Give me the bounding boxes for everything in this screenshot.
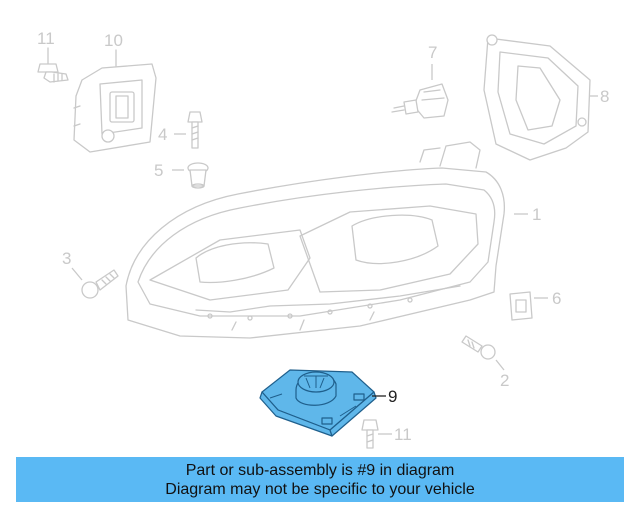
callout-8: 8 <box>600 87 609 106</box>
callout-10: 10 <box>104 31 123 50</box>
callout-11-top: 11 <box>37 29 55 48</box>
part-11-bolt-bottom <box>361 419 392 449</box>
part-1-headlamp <box>125 141 528 339</box>
callout-6: 6 <box>552 289 561 308</box>
part-5-grommet <box>172 162 209 189</box>
callout-3: 3 <box>62 249 71 268</box>
part-7-bulb <box>391 64 449 119</box>
part-8-bracket <box>483 34 598 161</box>
callout-4: 4 <box>158 125 167 144</box>
part-4-screw <box>174 111 203 149</box>
banner-line-part: Part or sub-assembly is #9 in diagram <box>185 461 455 479</box>
callout-5: 5 <box>154 161 163 180</box>
banner-line-disclaimer: Diagram may not be specific to your vehi… <box>165 480 475 498</box>
callout-7: 7 <box>428 43 437 62</box>
callout-11-bottom: 11 <box>394 425 412 444</box>
callout-1: 1 <box>532 205 541 224</box>
callout-2: 2 <box>500 371 509 390</box>
part-11-bolt-top <box>37 47 69 83</box>
part-6-clip <box>509 291 548 321</box>
part-2-screw <box>461 335 505 371</box>
part-info-banner: Part or sub-assembly is #9 in diagram Di… <box>16 457 624 502</box>
part-10-module <box>73 49 157 153</box>
callout-9: 9 <box>388 387 397 406</box>
part-9-control-module[interactable] <box>259 369 377 437</box>
parts-diagram: 11 10 4 5 7 <box>37 29 609 449</box>
part-3-bolt <box>71 267 119 299</box>
